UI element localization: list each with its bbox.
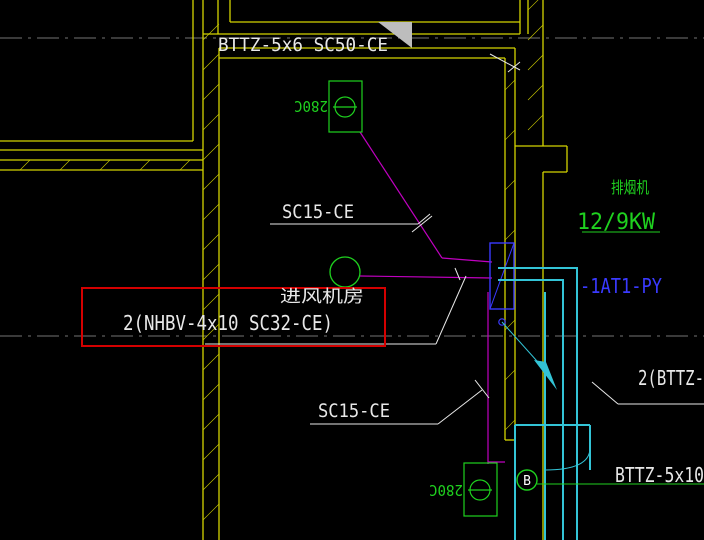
right-cable-label-2: BTTZ-5x10: [615, 463, 704, 487]
panel-id-label: -1AT1-PY: [580, 274, 662, 298]
room-label: 进风机房: [280, 287, 364, 307]
busway-arrow: [534, 360, 557, 390]
damper-temp-top-label: 280C: [294, 97, 328, 115]
fan-symbol-circle[interactable]: [329, 256, 361, 288]
grid-bubble-letter: B: [523, 474, 531, 489]
conduit-routes: [359, 131, 505, 464]
highlight-box[interactable]: [81, 287, 386, 347]
walls: [0, 0, 568, 540]
wall-hatching: [19, 0, 544, 521]
axis-lines: [0, 37, 704, 337]
highlighted-cable-label: 2(NHBV-4x10 SC32-CE): [123, 311, 333, 335]
fan-title-label: 排烟机: [611, 178, 649, 197]
leader-lines: [205, 53, 704, 425]
panel-diagonal: [489, 242, 515, 310]
damper-temp-bottom-label: 280C: [429, 481, 463, 499]
fire-damper-top[interactable]: [328, 80, 363, 133]
right-cable-label-1: 2(BTTZ-: [638, 366, 704, 390]
conduit-upper-label: SC15-CE: [282, 201, 354, 223]
distribution-panel[interactable]: [489, 242, 515, 310]
conduit-lower-label: SC15-CE: [318, 400, 390, 422]
fan-power-label: 12/9KW: [577, 210, 656, 235]
section-fill-triangle: [378, 22, 412, 48]
busway-duct: [498, 267, 591, 540]
fire-damper-bottom[interactable]: [463, 462, 498, 517]
busway-bend-arc: [544, 447, 591, 471]
panel-connection-point: [498, 318, 506, 326]
top-cable-label: BTTZ-5x6 SC50-CE: [218, 34, 388, 56]
grid-bubble-b[interactable]: B: [516, 469, 538, 491]
